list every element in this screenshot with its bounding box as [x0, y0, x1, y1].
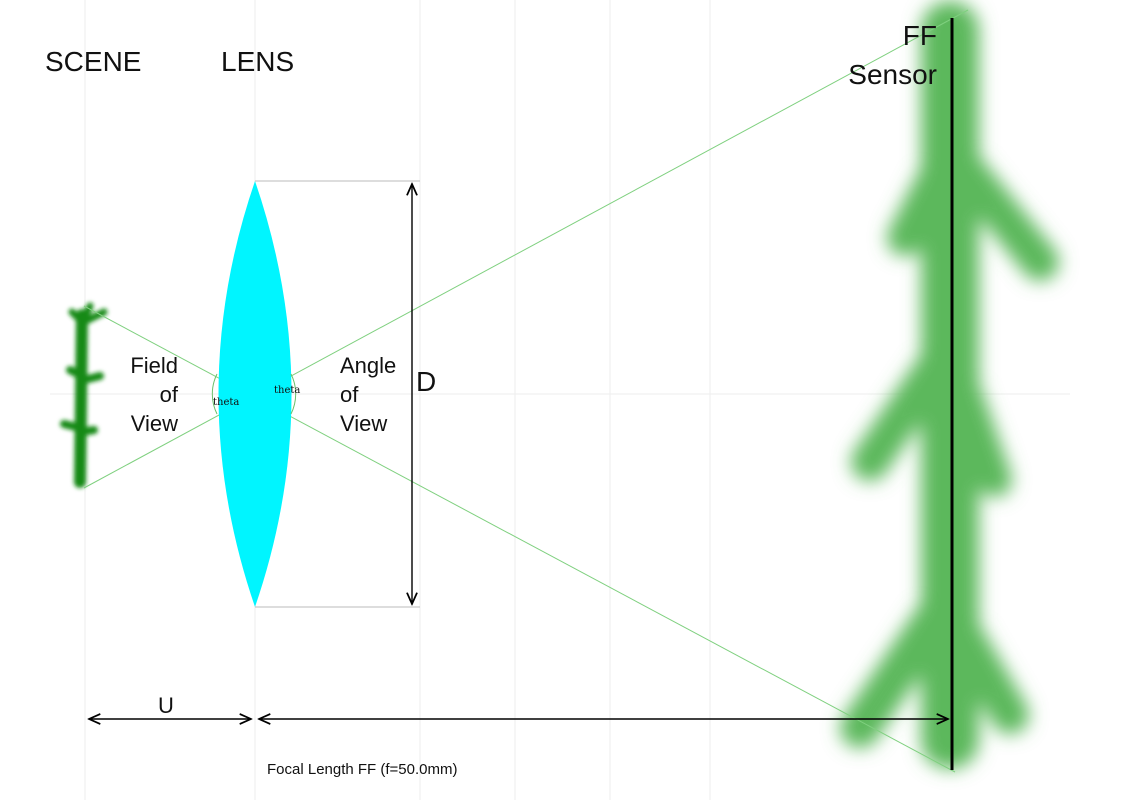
fov-label-line3: View [131, 411, 178, 436]
diameter-label: D [416, 366, 436, 397]
focal-length-label: Focal Length FF (f=50.0mm) [267, 761, 458, 778]
projected-tree-image [840, 1, 1059, 769]
ray-upper [83, 9, 969, 489]
aov-label-line1: Angle [340, 353, 396, 378]
sensor-label-line1: FF [903, 20, 937, 51]
scene-label: SCENE [45, 46, 141, 77]
lens-label: LENS [221, 46, 294, 77]
lens [218, 181, 292, 607]
diameter-guides [255, 180, 420, 608]
scene-tree [60, 302, 108, 488]
distance-u-label: U [158, 693, 174, 718]
theta-label-left: theta [213, 397, 239, 408]
aov-label-line2: of [340, 382, 359, 407]
theta-label-right: theta [274, 385, 300, 396]
aov-label-line3: View [340, 411, 387, 436]
fov-label-line2: of [160, 382, 179, 407]
fov-label-line1: Field [130, 353, 178, 378]
ray-lower [83, 305, 956, 773]
light-rays [83, 9, 969, 773]
sensor-label-line2: Sensor [848, 59, 937, 90]
theta-arcs [211, 373, 297, 415]
